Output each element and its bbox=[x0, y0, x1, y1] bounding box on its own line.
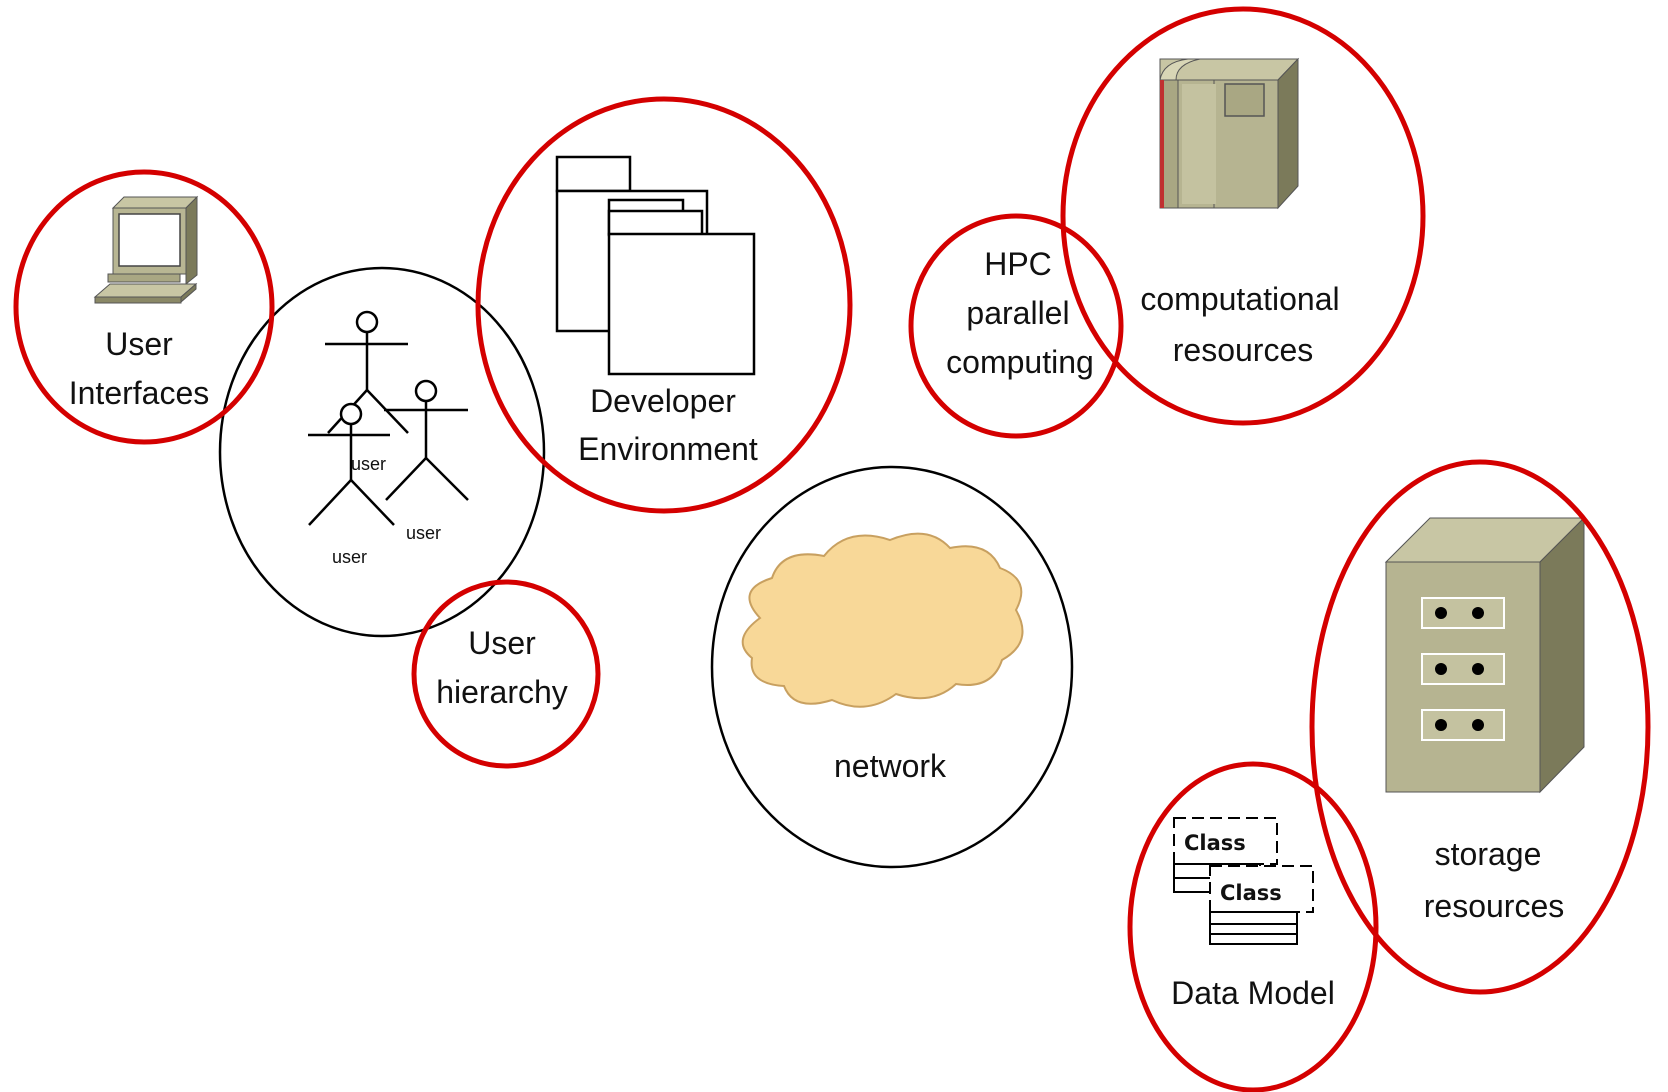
actor-icon bbox=[308, 310, 469, 526]
hpc-label-line1: HPC bbox=[984, 246, 1052, 282]
package-icon bbox=[555, 155, 756, 376]
developer-environment-highlight bbox=[475, 96, 853, 514]
hpc-highlight bbox=[908, 213, 1124, 439]
data-model-label: Data Model bbox=[1171, 975, 1335, 1011]
uml-class-icon bbox=[1173, 817, 1314, 945]
network-group-circle bbox=[710, 465, 1074, 869]
computational-resources-highlight bbox=[1060, 6, 1426, 426]
hpc-label-line3: computing bbox=[946, 344, 1094, 380]
data-model-highlight bbox=[1127, 761, 1379, 1092]
cloud-icon bbox=[741, 532, 1024, 708]
hpc-label-line2: parallel bbox=[966, 295, 1069, 331]
actor-label-3: user bbox=[332, 547, 367, 567]
data-model-class-1: Class bbox=[1184, 831, 1246, 855]
storage-resources-label-line1: storage bbox=[1435, 836, 1542, 872]
computational-resources-label-line2: resources bbox=[1173, 332, 1314, 368]
computer-icon bbox=[93, 195, 199, 304]
users-group-circle bbox=[218, 266, 546, 638]
user-interfaces-label-line2: Interfaces bbox=[69, 375, 210, 411]
user-hierarchy-label-line1: User bbox=[468, 625, 536, 661]
file-cabinet-icon bbox=[1384, 516, 1586, 794]
data-model-class-2: Class bbox=[1220, 881, 1282, 905]
user-interfaces-highlight bbox=[13, 169, 275, 445]
storage-resources-highlight bbox=[1309, 459, 1651, 995]
user-hierarchy-highlight bbox=[411, 579, 601, 769]
actor-label-1: user bbox=[351, 454, 386, 474]
user-interfaces-label-line1: User bbox=[105, 326, 173, 362]
mainframe-icon bbox=[1159, 57, 1300, 210]
user-hierarchy-label-line2: hierarchy bbox=[436, 674, 568, 710]
developer-environment-label-line1: Developer bbox=[590, 383, 736, 419]
storage-resources-label-line2: resources bbox=[1424, 888, 1565, 924]
actor-label-2: user bbox=[406, 523, 441, 543]
network-label: network bbox=[834, 748, 947, 784]
developer-environment-label-line2: Environment bbox=[578, 431, 758, 467]
computational-resources-label-line1: computational bbox=[1140, 281, 1339, 317]
